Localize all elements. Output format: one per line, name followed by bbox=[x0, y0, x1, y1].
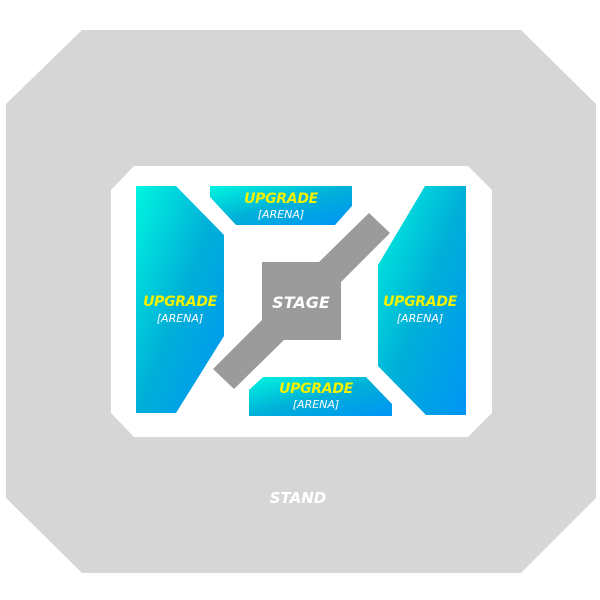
section-top-title: UPGRADE bbox=[244, 191, 319, 207]
section-top[interactable]: UPGRADE [ARENA] bbox=[210, 186, 352, 225]
section-left[interactable]: UPGRADE [ARENA] bbox=[136, 186, 224, 413]
section-bottom-area[interactable] bbox=[249, 377, 392, 416]
section-bottom[interactable]: UPGRADE [ARENA] bbox=[249, 377, 392, 416]
section-right-title: UPGRADE bbox=[383, 294, 458, 310]
section-bottom-subtitle: [ARENA] bbox=[293, 398, 339, 411]
stand-label: STAND bbox=[270, 489, 326, 507]
section-right-subtitle: [ARENA] bbox=[397, 312, 443, 325]
section-right-area[interactable] bbox=[378, 186, 466, 415]
stage: STAGE bbox=[213, 213, 390, 389]
section-bottom-title: UPGRADE bbox=[279, 381, 354, 397]
section-right[interactable]: UPGRADE [ARENA] bbox=[378, 186, 466, 415]
stage-area bbox=[213, 213, 390, 389]
section-top-subtitle: [ARENA] bbox=[258, 208, 304, 221]
section-left-title: UPGRADE bbox=[143, 294, 218, 310]
stage-label: STAGE bbox=[272, 293, 330, 312]
section-left-subtitle: [ARENA] bbox=[157, 312, 203, 325]
section-top-area[interactable] bbox=[210, 186, 352, 225]
section-left-area[interactable] bbox=[136, 186, 224, 413]
